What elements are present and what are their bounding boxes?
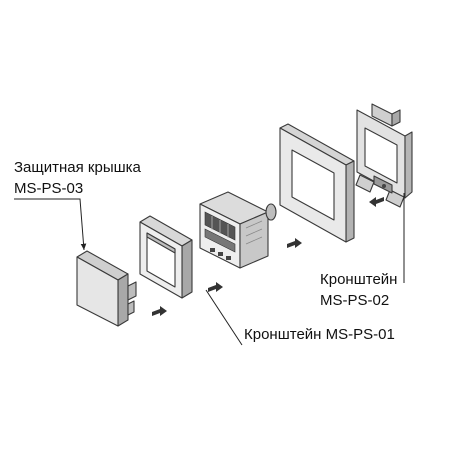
rear-bracket-ms-ps-02 (355, 103, 413, 208)
device-main-unit (199, 191, 277, 269)
assembly-arrow (369, 197, 384, 207)
assembly-arrow (208, 282, 223, 292)
bracket-02-label-model: MS-PS-02 (320, 292, 389, 309)
cover-label-name: Защитная крышка (14, 159, 142, 176)
bracket-01-label: Кронштейн MS-PS-01 (244, 326, 395, 343)
bracket-02-label-name: Кронштейн (320, 271, 397, 288)
front-bracket-ms-ps-01 (139, 215, 193, 299)
leader-lines (14, 193, 405, 346)
assembly-arrow (152, 306, 167, 316)
assembly-arrows (152, 197, 384, 316)
protective-cover-ms-ps-03 (76, 250, 137, 327)
cover-label-model: MS-PS-03 (14, 180, 83, 197)
panel-frame (279, 123, 355, 243)
assembly-arrow (287, 238, 302, 248)
